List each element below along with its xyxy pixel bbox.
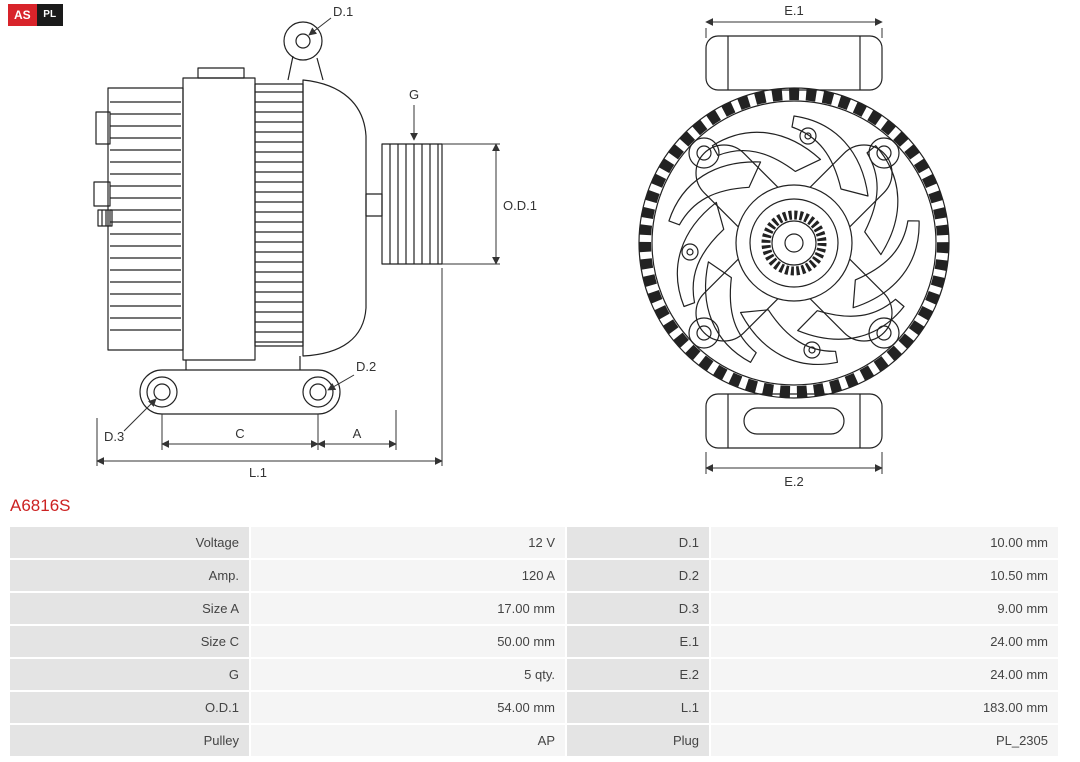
spec-value: 50.00 mm [251, 626, 565, 657]
side-view-dimensions [96, 17, 500, 466]
spec-label: L.1 [567, 692, 709, 723]
spec-value: 120 A [251, 560, 565, 591]
spec-label: Size A [10, 593, 249, 624]
spec-label: D.1 [567, 527, 709, 558]
dim-label-a: A [353, 426, 362, 441]
dim-label-d1: D.1 [333, 4, 353, 19]
spec-label: Size C [10, 626, 249, 657]
spec-value: AP [251, 725, 565, 756]
dim-label-d3: D.3 [104, 429, 124, 444]
spec-value: 5 qty. [251, 659, 565, 690]
spec-value: 54.00 mm [251, 692, 565, 723]
spec-value: 24.00 mm [711, 659, 1058, 690]
spec-value: 24.00 mm [711, 626, 1058, 657]
logo-pl-mark: PL [36, 4, 63, 26]
spec-label: E.2 [567, 659, 709, 690]
spec-label: D.2 [567, 560, 709, 591]
spec-value: 17.00 mm [251, 593, 565, 624]
spec-value: 10.50 mm [711, 560, 1058, 591]
spec-label: G [10, 659, 249, 690]
spec-value: 9.00 mm [711, 593, 1058, 624]
spec-value: 12 V [251, 527, 565, 558]
side-view-drawing [93, 21, 443, 415]
spec-label: E.1 [567, 626, 709, 657]
front-view-dimensions [705, 18, 883, 474]
dim-label-g: G [409, 87, 419, 102]
as-pl-logo: AS PL [8, 4, 63, 26]
dim-label-c: C [235, 426, 244, 441]
spec-value: 10.00 mm [711, 527, 1058, 558]
dim-label-d2: D.2 [356, 359, 376, 374]
dim-label-e2: E.2 [784, 474, 804, 489]
dim-label-e1: E.1 [784, 3, 804, 18]
dim-label-l1: L.1 [249, 465, 267, 480]
spec-label: Voltage [10, 527, 249, 558]
technical-drawing: D.1 G O.D.1 D.3 D.2 C A L.1 [93, 3, 950, 489]
spec-label: Pulley [10, 725, 249, 756]
spec-label: D.3 [567, 593, 709, 624]
logo-as-text: AS [8, 4, 37, 26]
spec-label: O.D.1 [10, 692, 249, 723]
spec-label: Plug [567, 725, 709, 756]
dim-label-od1: O.D.1 [503, 198, 537, 213]
spec-value: 183.00 mm [711, 692, 1058, 723]
spec-label: Amp. [10, 560, 249, 591]
spec-table: Voltage 12 V D.1 10.00 mm Amp. 120 A D.2… [10, 527, 1058, 756]
part-number: A6816S [10, 496, 71, 515]
front-view-drawing [638, 35, 950, 449]
spec-value: PL_2305 [711, 725, 1058, 756]
